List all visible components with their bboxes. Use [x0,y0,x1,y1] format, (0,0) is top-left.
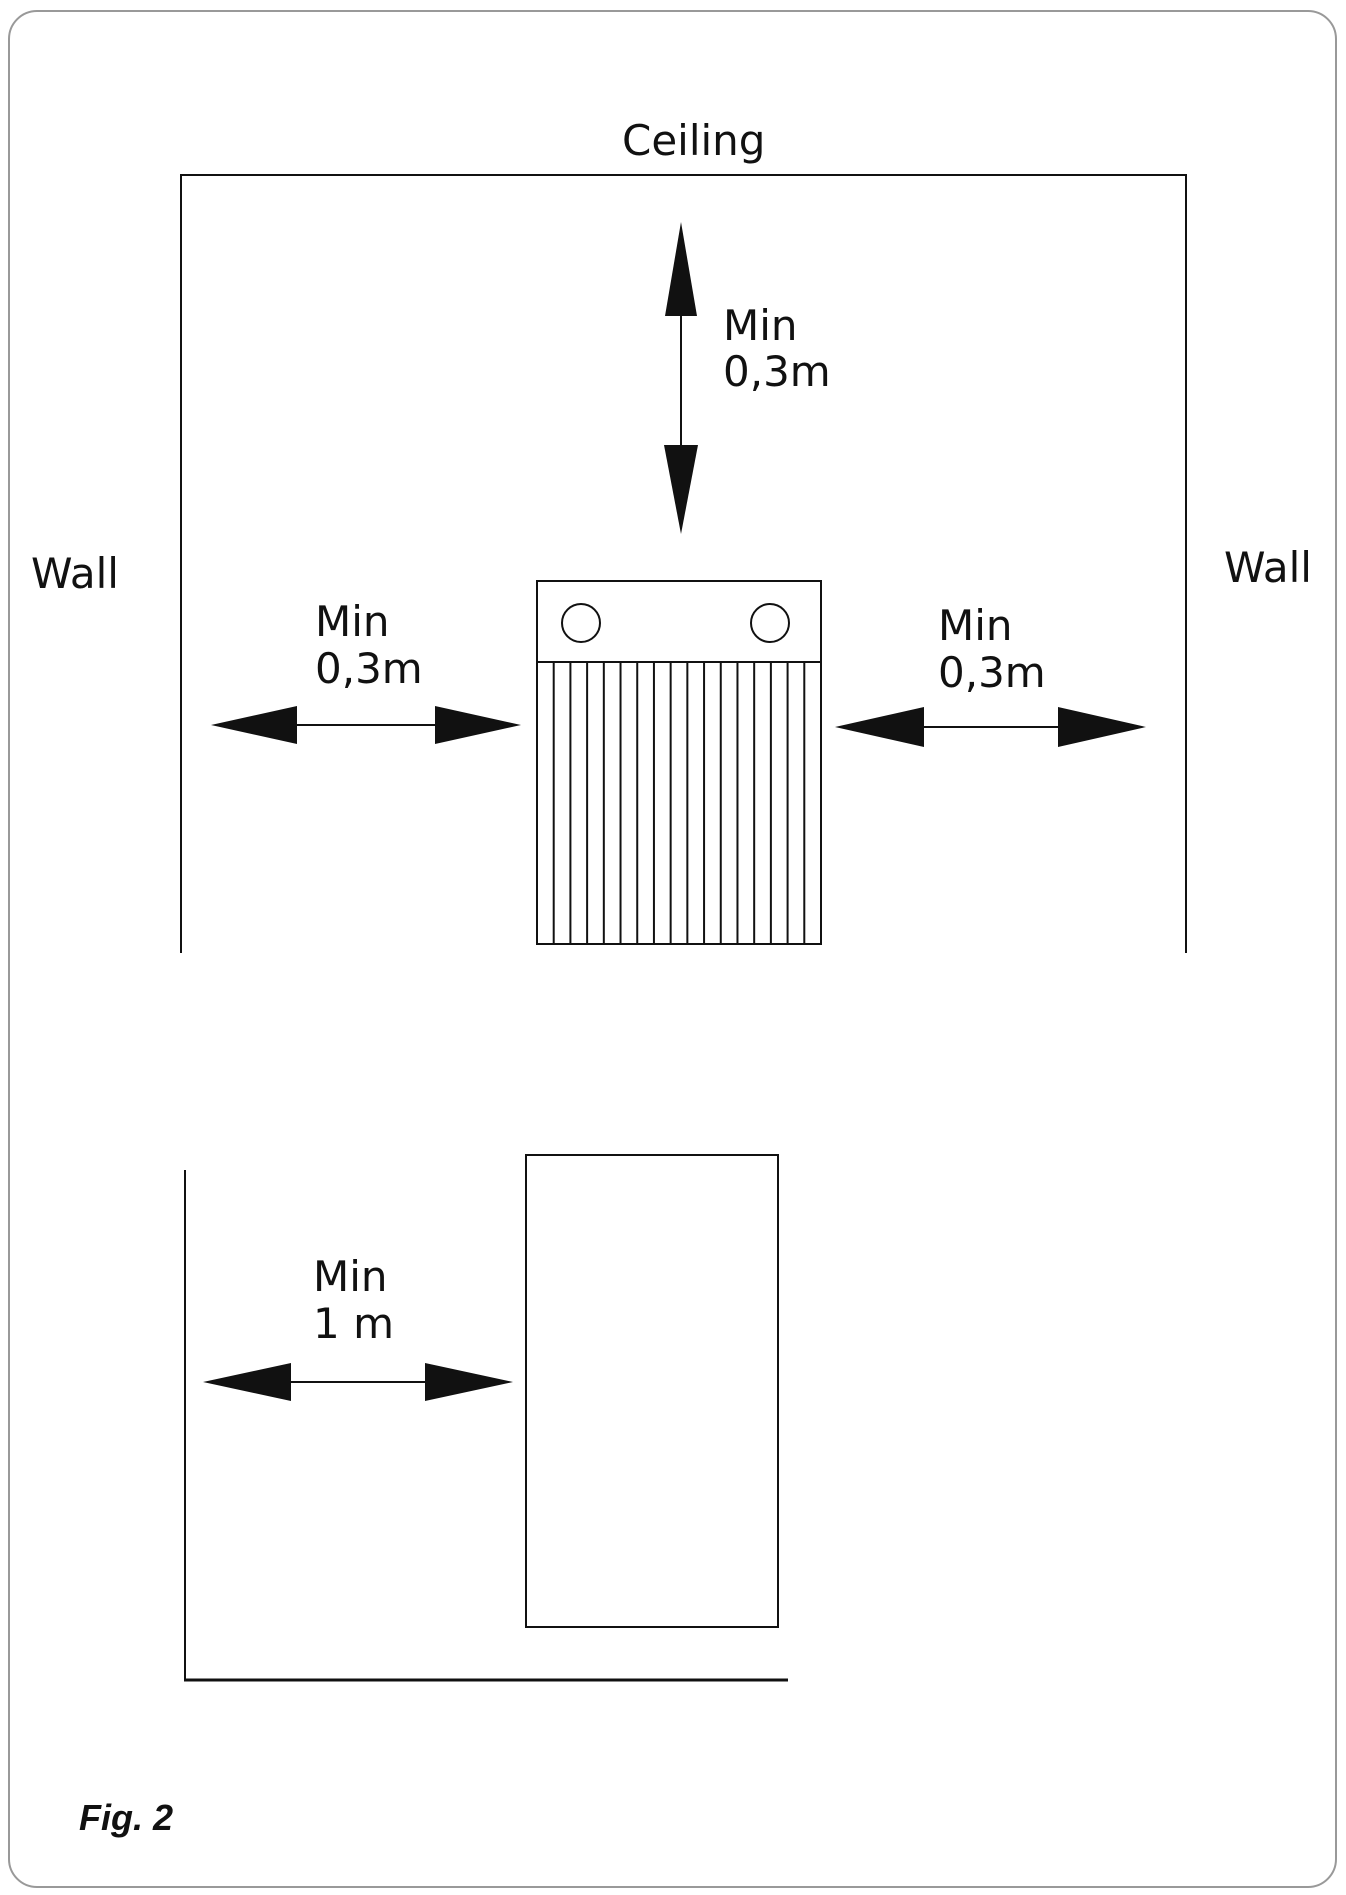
bottom-distance-label: 1 m [313,1299,394,1348]
right-clearance-arrow [835,707,1146,747]
bottom-clearance-arrow [203,1363,513,1401]
top-min-label: Min [723,301,798,350]
left-clearance-arrow [211,706,521,744]
right-distance-label: 0,3m [938,648,1046,697]
top-clearance-arrow [664,222,698,534]
heater-knob-right [750,603,790,643]
side-view-outline [184,1170,788,1682]
wall-left-label: Wall [31,549,119,598]
right-min-label: Min [938,601,1013,650]
left-min-label: Min [315,597,390,646]
figure-caption: Fig. 2 [79,1797,173,1838]
page-frame [8,10,1337,1888]
heater-knob-left [561,603,601,643]
heater-unit [536,580,822,945]
ceiling-label: Ceiling [622,116,765,165]
heater-fins [552,662,806,944]
left-distance-label: 0,3m [315,644,423,693]
bottom-min-label: Min [313,1252,388,1301]
room-outline [180,174,1187,953]
wall-right-label: Wall [1224,543,1312,592]
top-distance-label: 0,3m [723,347,831,396]
appliance-side-view [525,1154,779,1628]
